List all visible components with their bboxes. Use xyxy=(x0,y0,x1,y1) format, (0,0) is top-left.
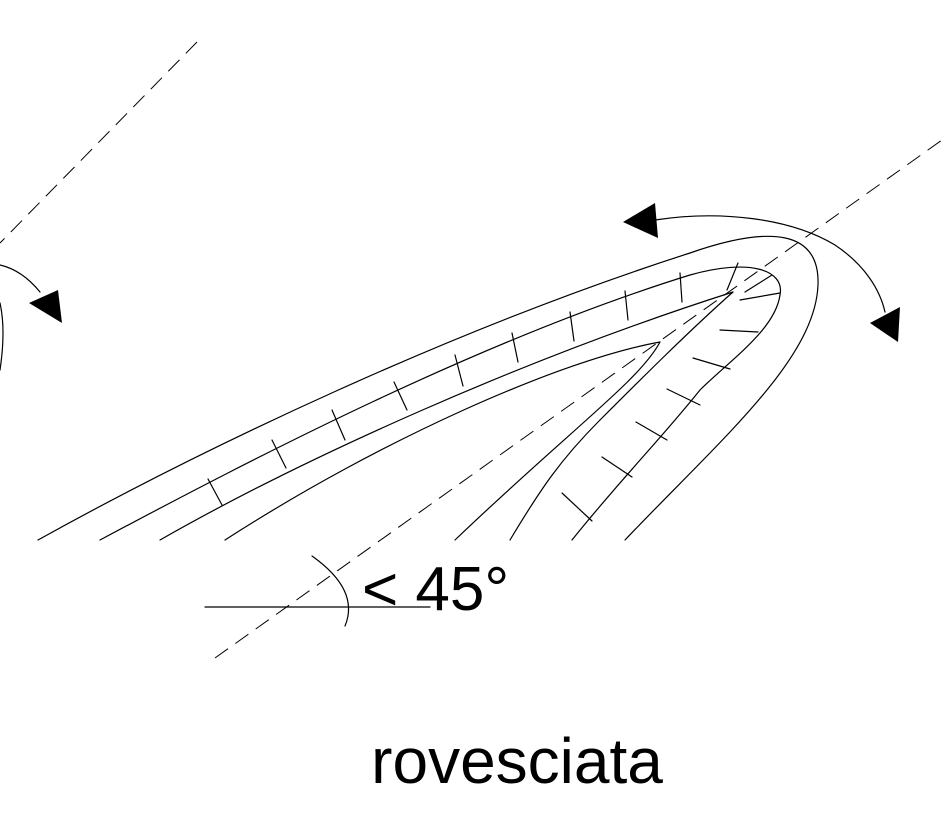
inner-core-line xyxy=(224,341,661,541)
layer-tick xyxy=(331,409,346,441)
layer-tick xyxy=(635,421,668,441)
layer-tick xyxy=(739,292,781,301)
angle-arc xyxy=(311,555,350,627)
outer-fold-line xyxy=(37,235,819,541)
layer-tick xyxy=(744,274,773,293)
layer-tick xyxy=(393,381,408,411)
layer-tick xyxy=(601,456,633,478)
angle-indicator: < 45° xyxy=(204,555,509,627)
layer-tick xyxy=(207,478,223,506)
arrowhead-left-icon xyxy=(623,203,658,238)
fold-axis-dashed-line xyxy=(214,139,942,659)
layer-tick xyxy=(692,357,731,370)
layer-tick xyxy=(561,492,593,522)
arrowhead-right-icon xyxy=(870,307,900,342)
layer-tick xyxy=(719,329,759,333)
layer-tick xyxy=(666,388,701,406)
left-partial-fold xyxy=(0,41,198,371)
layer-tick xyxy=(569,311,575,342)
upper-layer-inner-line xyxy=(159,291,734,541)
layer-tick xyxy=(726,262,739,291)
rotation-arrow xyxy=(623,203,900,342)
lower-layer-outer-line xyxy=(571,294,781,541)
layer-tick xyxy=(679,272,683,303)
left-rotation-arc xyxy=(0,264,41,293)
rotation-arc xyxy=(654,215,886,313)
left-axis-dashed-line xyxy=(0,41,198,244)
left-partial-curve xyxy=(0,302,4,371)
upper-layer-outer-line xyxy=(99,266,782,541)
lower-layer-inner-line xyxy=(509,291,734,541)
diagram-caption: rovesciata xyxy=(371,725,663,797)
angle-label: < 45° xyxy=(362,555,509,624)
layer-tick xyxy=(624,290,629,321)
layer-ticks xyxy=(207,262,781,522)
layer-tick xyxy=(271,439,287,469)
layer-tick xyxy=(454,354,464,387)
fold-layers xyxy=(37,235,819,541)
layer-tick xyxy=(511,332,519,363)
left-arrowhead-icon xyxy=(29,290,62,323)
